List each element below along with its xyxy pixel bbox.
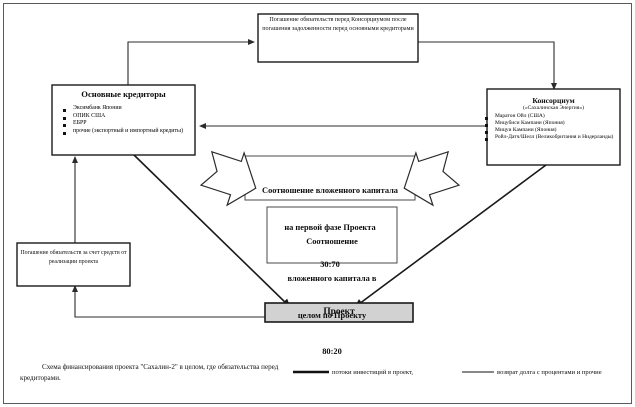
project-box-label: Проект (323, 307, 355, 317)
ratio-phase1-text: Соотношение вложенного капитала на перво… (248, 161, 412, 295)
consortium-box-subtitle: («Сахалинская Энергия») (523, 105, 584, 111)
list-item: Ройл-Датч/Шелл (Великобритания и Нидерла… (484, 134, 620, 142)
ratio-total-value: 80:20 (322, 347, 342, 357)
ratio-total-line1: Соотношение (306, 237, 358, 247)
connector-creditors-to-topbox (127, 39, 255, 85)
project-box (264, 302, 414, 323)
legend-label-repayment: возврат долга с процентами и прочие (497, 369, 602, 376)
block-arrow-right (403, 150, 461, 207)
repayment-box (16, 242, 131, 287)
repayment-box-text: Погашение обязательств за счет средств о… (20, 250, 127, 265)
creditors-list: Эксимбанк Японии ОПИК США ЕБРР прочие (э… (62, 105, 190, 135)
consortium-list: Маратон Ойл (США) Мицубиси Кампани (Япон… (484, 113, 620, 142)
consortium-box-title: Консорциум (532, 96, 575, 105)
ratio-total-line2: вложенного капитала в (287, 273, 377, 283)
list-item: ЕБРР (62, 120, 190, 128)
list-item: ОПИК США (62, 113, 190, 121)
list-item: прочие (экспортный и импортный кредиты) (62, 128, 190, 136)
top-box (257, 13, 419, 63)
ratio-phase1-line1: Соотношение вложенного капитала (262, 186, 398, 196)
ratio-total-box (266, 206, 398, 264)
top-box-text: Погашение обязательств перед Консорциумо… (262, 17, 414, 33)
creditors-box (51, 84, 196, 156)
list-item: Мицубиси Кампани (Япония) (484, 120, 620, 128)
diagram-caption: Схема финансирования проекта "Сахалин-2"… (20, 363, 281, 382)
connector-project-to-repayment (72, 285, 265, 318)
ratio-total-line3: целом по Проекту (297, 310, 367, 320)
block-arrow-left (199, 150, 257, 207)
diagram-frame (3, 3, 632, 404)
ratio-total-text: Соотношение вложенного капитала в целом … (270, 212, 394, 383)
connector-creditors-to-project (133, 154, 291, 308)
list-item: Эксимбанк Японии (62, 105, 190, 113)
list-item: Мицуи Кампани (Япония) (484, 127, 620, 135)
connector-topbox-to-consortium (418, 41, 557, 90)
connector-consortium-to-project (354, 164, 547, 308)
ratio-phase1-line2: на первой фазе Проекта (284, 222, 376, 232)
ratio-phase1-value: 30:70 (320, 259, 340, 269)
list-item: Маратон Ойл (США) (484, 113, 620, 121)
legend-label-investment: потоки инвестиций в проект, (332, 369, 414, 376)
creditors-box-title: Основные кредиторы (81, 89, 166, 99)
